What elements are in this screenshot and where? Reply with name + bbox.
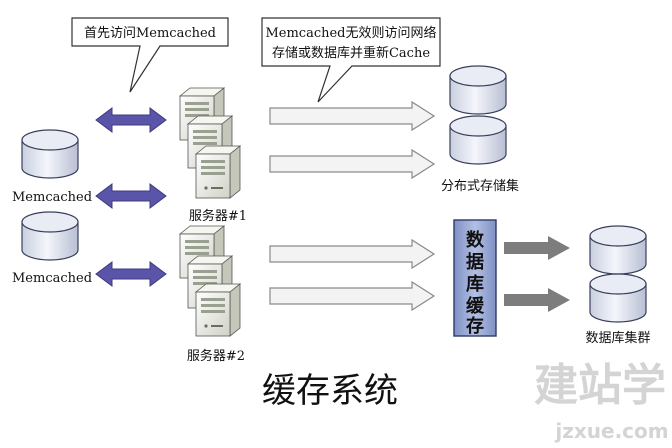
watermark-url: jzxue.com <box>554 419 668 443</box>
cylinder-icon <box>21 211 79 261</box>
callout-first-access-text: 首先访问Memcached <box>84 26 216 41</box>
server2-label: 服务器#2 <box>187 348 245 364</box>
db-cache-char: 据 <box>466 251 484 273</box>
gray-arrow-icon <box>504 236 570 260</box>
cylinder-icon <box>589 225 647 275</box>
hollow-arrow-icon <box>269 149 435 179</box>
db-cache-char: 库 <box>466 273 484 295</box>
watermark: 建站学 jzxue.com <box>534 360 669 443</box>
double-arrow-icon <box>95 107 167 133</box>
memcached-top-label: Memcached <box>12 190 92 205</box>
cylinder-icon <box>449 115 507 165</box>
db-cluster-label: 数据库集群 <box>585 330 650 346</box>
db-cache-box: 数 据 库 缓 存 <box>453 219 497 337</box>
db-cache-char: 数 <box>466 229 485 251</box>
hollow-arrow-icon <box>269 239 435 269</box>
watermark-brand: 建站学 <box>534 360 666 411</box>
double-arrow-icon <box>95 183 167 209</box>
callout-fallback: Memcached无效则访问网络 存储或数据库并重新Cache <box>261 17 441 103</box>
server-group-1: 服务器#1 <box>179 87 247 224</box>
server1-label: 服务器#1 <box>189 208 247 224</box>
callout-fallback-line1: Memcached无效则访问网络 <box>265 25 436 41</box>
gray-arrow-icon <box>504 288 570 312</box>
cylinder-icon <box>589 273 647 323</box>
server-group-2: 服务器#2 <box>179 225 245 364</box>
db-cache-char: 存 <box>466 315 484 337</box>
double-arrow-icon <box>95 261 167 287</box>
db-cluster-node: 数据库集群 <box>585 225 651 346</box>
hollow-arrow-icon <box>269 281 435 311</box>
distributed-storage-label: 分布式存储集 <box>441 178 519 194</box>
cylinder-icon <box>21 129 79 179</box>
hollow-arrow-icon <box>269 101 435 131</box>
distributed-storage-node: 分布式存储集 <box>441 65 519 194</box>
db-cache-char: 缓 <box>466 295 485 317</box>
memcached-bottom-label: Memcached <box>12 271 92 286</box>
cylinder-icon <box>449 65 507 115</box>
server-icon <box>195 145 241 199</box>
diagram-title: 缓存系统 <box>262 371 398 411</box>
memcached-node-bottom: Memcached <box>12 211 92 286</box>
callout-first-access: 首先访问Memcached <box>71 17 229 93</box>
callout-fallback-line2: 存储或数据库并重新Cache <box>272 45 430 61</box>
server-icon <box>195 283 241 337</box>
memcached-node-top: Memcached <box>12 129 92 205</box>
